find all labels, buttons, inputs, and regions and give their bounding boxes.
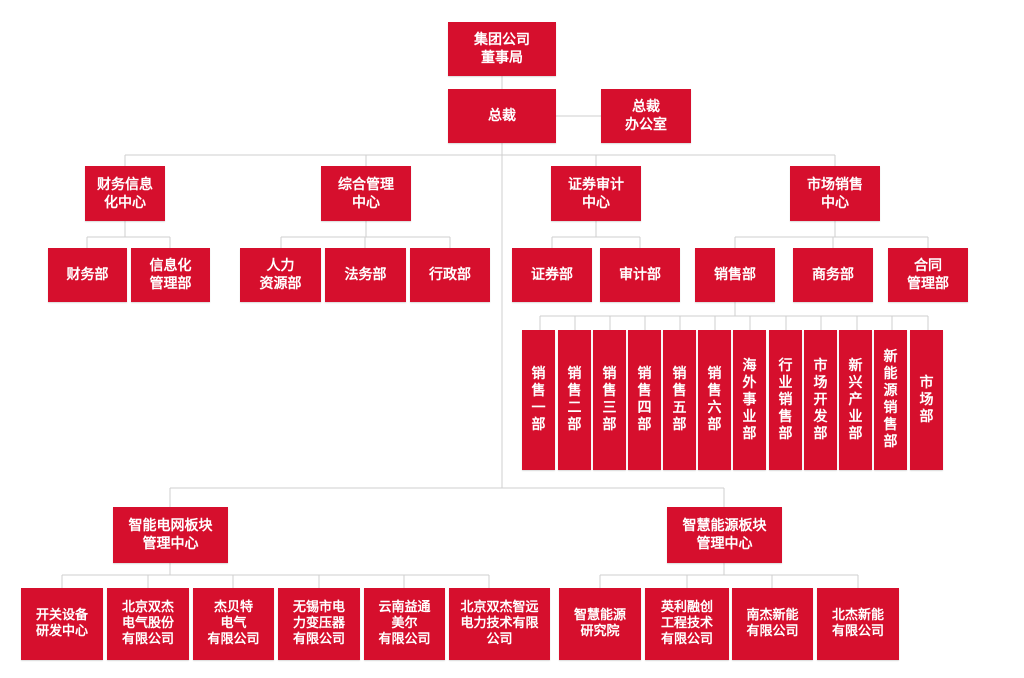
- emerging-industry-dept-node[interactable]: 新 兴 产 业 部: [839, 330, 872, 470]
- audit-dept-node[interactable]: 审计部: [600, 248, 680, 302]
- sales-unit-1-node[interactable]: 销 售 一 部: [522, 330, 555, 470]
- smart-grid-segment-center-node[interactable]: 智能电网板块 管理中心: [113, 507, 228, 563]
- industry-sales-dept-node[interactable]: 行 业 销 售 部: [769, 330, 802, 470]
- board-of-directors-node[interactable]: 集团公司 董事局: [448, 22, 556, 76]
- sales-unit-5-node[interactable]: 销 售 五 部: [663, 330, 696, 470]
- securities-dept-node[interactable]: 证券部: [512, 248, 592, 302]
- hr-dept-node[interactable]: 人力 资源部: [240, 248, 321, 302]
- nanjie-new-energy-node[interactable]: 南杰新能 有限公司: [732, 588, 813, 660]
- switchgear-rd-center-node[interactable]: 开关设备 研发中心: [21, 588, 103, 660]
- smart-energy-segment-center-node[interactable]: 智慧能源板块 管理中心: [667, 507, 782, 563]
- sales-unit-3-node[interactable]: 销 售 三 部: [593, 330, 626, 470]
- sales-unit-4-node[interactable]: 销 售 四 部: [628, 330, 661, 470]
- general-management-center-node[interactable]: 综合管理 中心: [321, 166, 411, 221]
- finance-dept-node[interactable]: 财务部: [48, 248, 127, 302]
- contract-management-dept-node[interactable]: 合同 管理部: [888, 248, 968, 302]
- yunnan-yitong-meier-node[interactable]: 云南益通 美尔 有限公司: [364, 588, 445, 660]
- ceo-node[interactable]: 总裁: [448, 89, 556, 143]
- admin-dept-node[interactable]: 行政部: [410, 248, 490, 302]
- smart-energy-institute-node[interactable]: 智慧能源 研究院: [559, 588, 641, 660]
- legal-dept-node[interactable]: 法务部: [325, 248, 406, 302]
- finance-info-center-node[interactable]: 财务信息 化中心: [85, 166, 165, 221]
- market-development-dept-node[interactable]: 市 场 开 发 部: [804, 330, 837, 470]
- jiebeite-electric-node[interactable]: 杰贝特 电气 有限公司: [193, 588, 274, 660]
- sales-dept-node[interactable]: 销售部: [695, 248, 775, 302]
- ceo-office-node[interactable]: 总裁 办公室: [601, 89, 691, 143]
- beijing-shuangjie-zhiyuan-node[interactable]: 北京双杰智远 电力技术有限 公司: [449, 588, 550, 660]
- sales-unit-2-node[interactable]: 销 售 二 部: [558, 330, 591, 470]
- yingli-rongchuang-node[interactable]: 英利融创 工程技术 有限公司: [645, 588, 729, 660]
- wuxi-power-transformer-node[interactable]: 无锡市电 力变压器 有限公司: [278, 588, 360, 660]
- market-dept-node[interactable]: 市 场 部: [910, 330, 943, 470]
- marketing-sales-center-node[interactable]: 市场销售 中心: [790, 166, 880, 221]
- securities-audit-center-node[interactable]: 证券审计 中心: [551, 166, 641, 221]
- beijing-shuangjie-electric-node[interactable]: 北京双杰 电气股份 有限公司: [107, 588, 189, 660]
- overseas-business-dept-node[interactable]: 海 外 事 业 部: [733, 330, 766, 470]
- new-energy-sales-dept-node[interactable]: 新 能 源 销 售 部: [874, 330, 907, 470]
- sales-unit-6-node[interactable]: 销 售 六 部: [698, 330, 731, 470]
- it-management-dept-node[interactable]: 信息化 管理部: [131, 248, 210, 302]
- beijie-new-energy-node[interactable]: 北杰新能 有限公司: [817, 588, 899, 660]
- business-dept-node[interactable]: 商务部: [793, 248, 873, 302]
